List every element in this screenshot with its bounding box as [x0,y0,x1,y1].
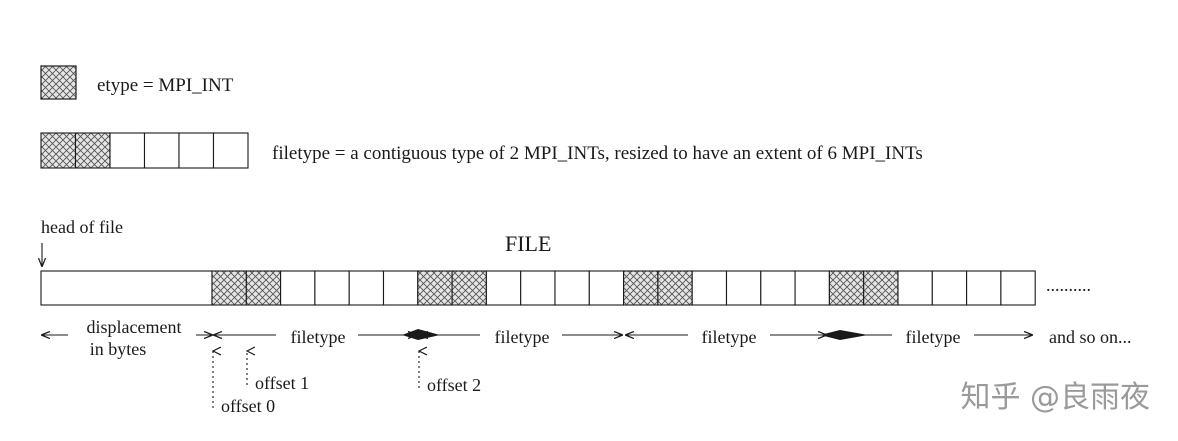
file-etype-cell [451,270,487,306]
file-empty-cell [588,270,625,306]
etype-swatch [40,65,77,100]
file-empty-cell [520,270,556,306]
filetype-empty-cell [212,132,249,169]
filetype-span-3: filetype [626,322,826,347]
file-empty-cell [1000,270,1036,306]
filetype-etype-cell [74,132,111,169]
filetype-label-4: filetype [906,327,961,347]
filetype-span-2: filetype [420,322,622,347]
legend-filetype [40,132,249,169]
displacement-block [40,270,213,306]
offset-0: offset 0 [213,351,275,416]
file-etype-cell [657,270,693,306]
filetype-empty-cell [109,132,146,169]
file-empty-cell [554,270,590,306]
file-title: FILE [505,231,551,256]
displacement-label-line1: displacement [87,317,182,337]
file-empty-cell [760,270,796,306]
span-join-3 [820,330,868,340]
file-empty-cell [931,270,968,306]
offset-2: offset 2 [419,351,481,395]
file-empty-cell [794,270,830,306]
continuation-dots: .......... [1046,275,1091,295]
offset-2-label: offset 2 [427,375,481,395]
file-empty-cell [966,270,1002,306]
file-empty-cell [280,270,316,306]
file-strip [40,270,1036,306]
file-empty-cell [382,270,419,306]
filetype-span-1: filetype [214,322,416,347]
filetype-empty-cell [143,132,180,169]
file-etype-cell [828,270,865,306]
filetype-label-1: filetype [291,327,346,347]
file-empty-cell [314,270,350,306]
span-join-1 [402,329,440,340]
filetype-span-4: filetype [830,322,1032,347]
file-empty-cell [691,270,728,306]
and-so-on-label: and so on... [1049,327,1132,347]
watermark: 知乎 @良雨夜 [960,380,1150,415]
file-etype-cell [245,270,282,306]
file-etype-cell [211,270,247,306]
file-etype-cell [623,270,659,306]
displacement-label-line2: in bytes [90,339,147,359]
filetype-label: filetype = a contiguous type of 2 MPI_IN… [272,143,923,164]
filetype-empty-cell [178,132,215,169]
filetype-label-3: filetype [702,327,757,347]
offset-1: offset 1 [247,351,309,393]
file-etype-cell [417,270,453,306]
filetype-label-2: filetype [495,327,550,347]
file-etype-cell [863,270,899,306]
offset-0-label: offset 0 [221,396,275,416]
file-empty-cell [348,270,385,306]
file-empty-cell [897,270,933,306]
file-empty-cell [485,270,522,306]
file-empty-cell [725,270,762,306]
legend-etype: etype = MPI_INT [40,65,234,100]
offset-1-label: offset 1 [255,373,309,393]
filetype-etype-cell [40,132,77,169]
head-of-file-label: head of file [41,217,123,237]
etype-label: etype = MPI_INT [97,75,234,96]
